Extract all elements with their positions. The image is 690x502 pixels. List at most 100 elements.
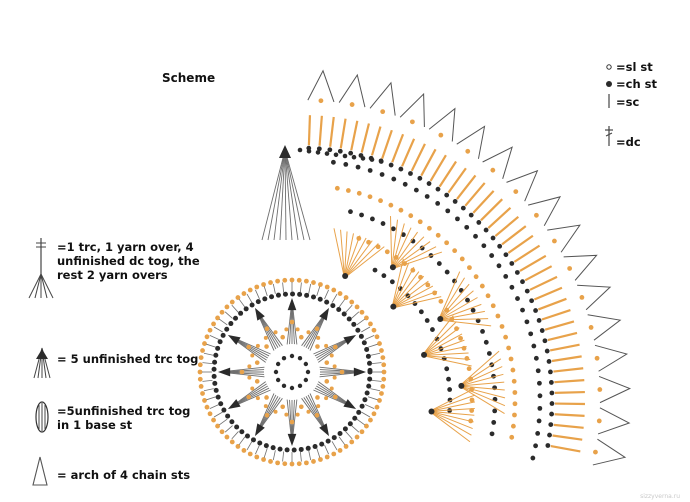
chain-stitch xyxy=(325,438,331,444)
double-crochet xyxy=(333,228,345,278)
chain-stitch xyxy=(447,387,453,392)
cluster-head xyxy=(319,307,329,321)
chain-stitch xyxy=(297,355,303,361)
chain-stitch xyxy=(465,148,471,154)
chain-stitch xyxy=(290,291,296,297)
sl-st-icon xyxy=(606,64,612,70)
chain-stitch xyxy=(467,265,472,271)
double-crochet xyxy=(421,327,460,356)
chain-stitch xyxy=(318,98,324,104)
double-crochet xyxy=(343,231,348,278)
chain-stitch xyxy=(254,284,260,290)
double-crochet xyxy=(438,297,478,321)
chain-stitch xyxy=(388,202,394,208)
chain-stitch xyxy=(380,109,386,115)
chain-stitch xyxy=(243,306,249,312)
chain-stitch xyxy=(536,418,542,424)
chain-stitch xyxy=(211,366,217,372)
chain-stitch xyxy=(212,359,218,365)
double-crochet xyxy=(541,308,571,321)
chain-stitch xyxy=(318,457,323,462)
chain-stitch xyxy=(537,380,542,386)
double-crochet xyxy=(391,223,405,270)
double-crochet xyxy=(459,373,504,387)
chain-stitch xyxy=(535,431,541,436)
double-crochet xyxy=(429,410,471,443)
double-crochet xyxy=(391,262,410,309)
scheme-title: Scheme xyxy=(162,71,216,85)
double-crochet xyxy=(429,410,474,423)
arch-of-chains xyxy=(369,81,396,116)
chain-stitch xyxy=(524,319,530,325)
chain-stitch xyxy=(263,335,268,340)
double-crochet xyxy=(360,123,371,153)
chain-stitch xyxy=(296,277,302,283)
legend-sc: =sc xyxy=(616,95,640,109)
chain-stitch xyxy=(337,148,343,154)
chain-stitch xyxy=(364,423,369,429)
arch-of-chains xyxy=(456,125,486,159)
chain-stitch xyxy=(491,420,497,425)
double-crochet xyxy=(480,198,504,222)
single-crochet xyxy=(231,431,239,440)
single-crochet xyxy=(345,304,353,313)
chain-stitch xyxy=(316,335,321,340)
treble-stitch xyxy=(273,149,286,241)
chain-stitch xyxy=(413,187,419,193)
chain-stitch xyxy=(265,326,269,331)
chain-stitch xyxy=(381,362,387,368)
chain-stitch xyxy=(306,148,312,154)
chain-stitch xyxy=(512,401,518,407)
double-crochet xyxy=(391,251,443,270)
legend-trc-cluster-line3: rest 2 yarn overs xyxy=(57,268,168,282)
chain-stitch xyxy=(524,288,530,294)
double-crochet xyxy=(391,258,404,309)
double-crochet xyxy=(459,358,502,387)
chain-stitch xyxy=(476,220,482,225)
double-crochet xyxy=(401,138,416,167)
chain-stitch xyxy=(225,413,231,419)
chain-stitch xyxy=(435,201,441,206)
chain-stitch xyxy=(464,224,470,230)
chain-stitch xyxy=(255,396,260,401)
chain-stitch xyxy=(303,361,309,367)
single-crochet xyxy=(224,425,233,433)
double-crochet xyxy=(429,394,476,412)
chain-stitch xyxy=(438,132,444,138)
chain-stitch xyxy=(349,299,355,305)
double-crochet xyxy=(391,246,437,270)
chain-stitch xyxy=(425,282,431,288)
chain-stitch xyxy=(349,102,355,107)
chain-stitch xyxy=(247,451,253,457)
legend-ch-st: =ch st xyxy=(616,77,657,91)
chain-stitch xyxy=(533,355,539,361)
chain-stitch xyxy=(379,172,385,177)
arch-of-chains xyxy=(598,375,632,404)
double-crochet xyxy=(438,303,482,321)
chain-stitch xyxy=(549,401,555,406)
double-crochet xyxy=(422,355,472,367)
chain-stitch xyxy=(289,385,295,391)
chain-stitch xyxy=(331,159,336,165)
chain-stitch xyxy=(218,401,224,407)
double-crochet xyxy=(529,275,558,291)
double-crochet xyxy=(464,182,486,207)
chain-stitch xyxy=(299,335,304,340)
chain-stitch xyxy=(378,198,383,204)
chain-stitch xyxy=(379,348,384,353)
chain-stitch xyxy=(334,185,340,191)
chain-stitch xyxy=(512,412,517,418)
chain-stitch xyxy=(593,449,598,455)
chain-stitch xyxy=(269,294,275,300)
single-crochet xyxy=(224,311,233,319)
arch-of-chains xyxy=(577,284,612,311)
double-crochet xyxy=(339,118,347,149)
single-crochet xyxy=(364,335,375,340)
chain-stitch xyxy=(263,404,268,409)
chain-stitch xyxy=(452,248,458,254)
double-crochet xyxy=(438,319,492,327)
single-crochet xyxy=(206,396,217,401)
double-crochet xyxy=(420,148,437,177)
chain-stitch xyxy=(264,395,269,400)
double-crochet xyxy=(390,216,393,269)
